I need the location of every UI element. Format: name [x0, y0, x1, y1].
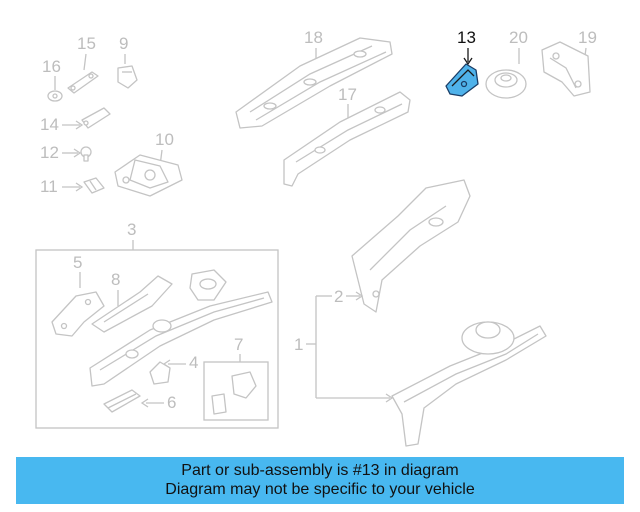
callout-8: 8: [111, 270, 120, 289]
callout-7: 7: [234, 335, 243, 354]
callout-4: 4: [189, 353, 198, 372]
callout-2: 2: [334, 287, 343, 306]
part-11: 11: [40, 177, 105, 196]
callout-9: 9: [119, 34, 128, 53]
callout-19: 19: [578, 28, 597, 47]
part-9: 9: [117, 34, 138, 89]
callout-17: 17: [338, 85, 357, 104]
callout-16: 16: [42, 57, 61, 76]
banner-line-1: Part or sub-assembly is #13 in diagram: [181, 462, 459, 479]
callout-15: 15: [77, 34, 96, 53]
callout-10: 10: [155, 130, 174, 149]
part-10: 10: [114, 130, 183, 197]
callouts-1-2: 1 2: [294, 287, 394, 403]
callout-11: 11: [40, 177, 58, 196]
callout-3: 3: [127, 220, 136, 239]
part-19: 19: [541, 28, 597, 97]
part-13-highlighted[interactable]: 13: [445, 28, 479, 97]
part-16: 16: [42, 57, 63, 102]
callout-12: 12: [40, 143, 59, 162]
part-14: 14: [40, 107, 111, 134]
callout-13: 13: [457, 28, 476, 47]
part-20: 20: [485, 28, 528, 99]
part-2: [351, 179, 471, 313]
part-1: [391, 321, 547, 447]
part-12: 12: [40, 143, 92, 162]
banner-line-2: Diagram may not be specific to your vehi…: [165, 481, 475, 498]
callout-1: 1: [294, 335, 303, 354]
part-3-group: 3 5 8 4 6 7: [35, 220, 279, 429]
part-15: 15: [67, 34, 99, 94]
parts-diagram: 16 15 9 14 12 11: [35, 28, 597, 447]
callout-14: 14: [40, 115, 59, 134]
callout-5: 5: [73, 253, 82, 272]
callout-20: 20: [509, 28, 528, 47]
callout-6: 6: [167, 393, 176, 412]
callout-18: 18: [304, 28, 323, 47]
info-banner: Part or sub-assembly is #13 in diagram D…: [16, 457, 624, 504]
part-18: 18: [235, 28, 393, 129]
part-17: 17: [283, 85, 411, 187]
